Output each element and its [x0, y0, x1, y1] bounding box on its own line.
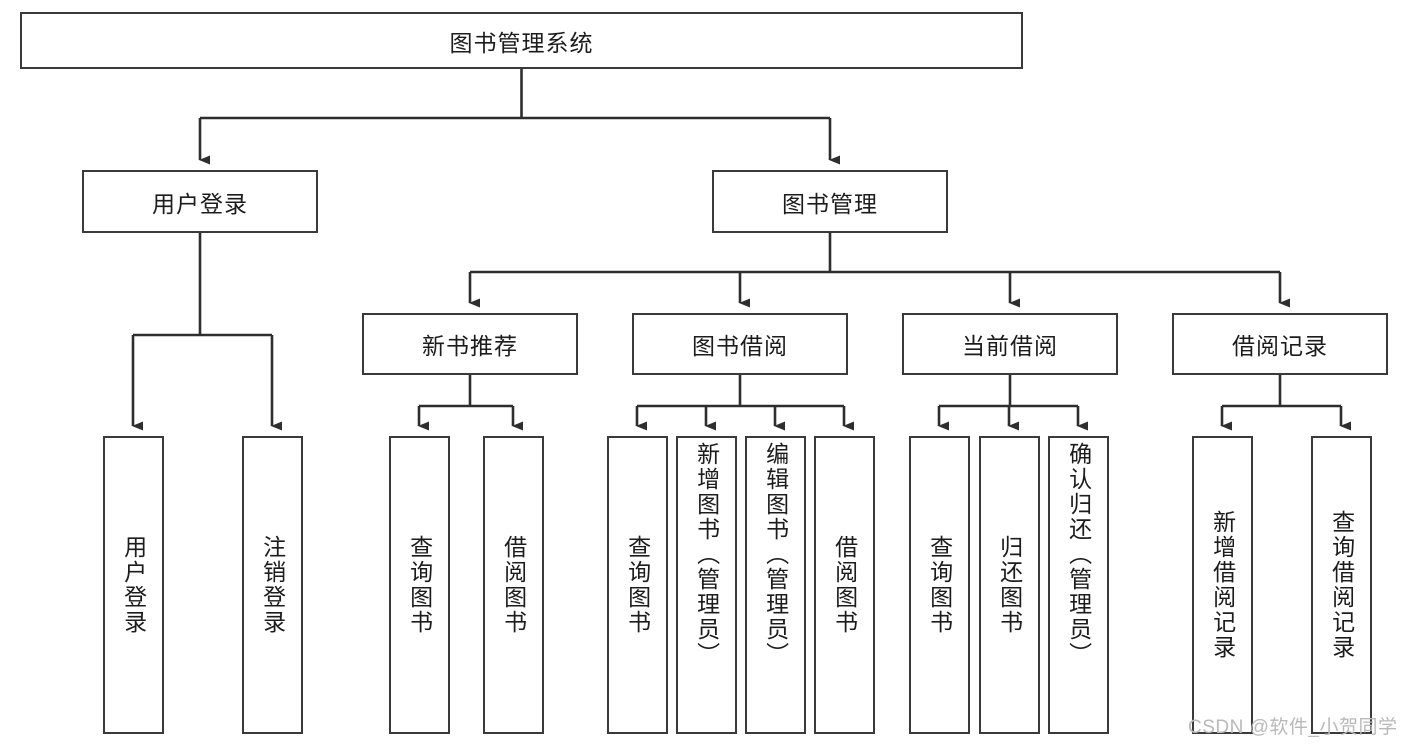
node-label: 注销登录	[259, 535, 286, 635]
node-label: 新增借阅记录	[1209, 510, 1236, 660]
node-leaf-add-borrow-record[interactable]: 新增借阅记录	[1192, 436, 1253, 734]
node-label: 查询图书	[926, 535, 953, 635]
node-root[interactable]: 图书管理系统	[20, 12, 1023, 69]
node-label: 当前借阅	[962, 333, 1058, 359]
node-label: 新增图书（管理员）	[693, 442, 720, 667]
node-leaf-logout[interactable]: 注销登录	[242, 436, 303, 734]
node-label: 编辑图书（管理员）	[762, 442, 789, 667]
node-leaf-query-borrow-record[interactable]: 查询借阅记录	[1311, 436, 1372, 734]
node-label: 图书管理	[782, 190, 878, 217]
node-user-login[interactable]: 用户登录	[82, 170, 318, 233]
node-current-borrow[interactable]: 当前借阅	[902, 313, 1118, 375]
node-book-borrow[interactable]: 图书借阅	[632, 313, 848, 375]
node-leaf-edit-book[interactable]: 编辑图书（管理员）	[745, 436, 806, 734]
node-label: 归还图书	[996, 535, 1023, 635]
node-leaf-user-login[interactable]: 用户登录	[103, 436, 164, 734]
node-leaf-borrow-book[interactable]: 借阅图书	[814, 436, 875, 734]
node-book-management[interactable]: 图书管理	[712, 170, 948, 233]
node-leaf-add-book[interactable]: 新增图书（管理员）	[676, 436, 737, 734]
node-label: 查询借阅记录	[1328, 510, 1355, 660]
node-label: 借阅图书	[831, 535, 858, 635]
node-label: 确认归还（管理员）	[1065, 442, 1092, 667]
node-leaf-return-book[interactable]: 归还图书	[979, 436, 1040, 734]
node-label: 借阅记录	[1232, 333, 1328, 359]
node-leaf-query-book-current[interactable]: 查询图书	[909, 436, 970, 734]
node-leaf-query-book-borrow[interactable]: 查询图书	[607, 436, 668, 734]
node-leaf-query-book-recommend[interactable]: 查询图书	[389, 436, 450, 734]
node-label: 用户登录	[152, 190, 248, 217]
csdn-watermark: CSDN @软件_小贺同学	[1188, 717, 1398, 738]
node-leaf-borrow-book-recommend[interactable]: 借阅图书	[483, 436, 544, 734]
node-new-book-recommend[interactable]: 新书推荐	[362, 313, 578, 375]
node-label: 查询图书	[406, 535, 433, 635]
node-leaf-confirm-return[interactable]: 确认归还（管理员）	[1048, 436, 1109, 734]
node-label: 用户登录	[120, 535, 147, 635]
node-label: 图书借阅	[692, 333, 788, 359]
node-label: 新书推荐	[422, 333, 518, 359]
node-borrow-record[interactable]: 借阅记录	[1172, 313, 1388, 375]
node-label: 借阅图书	[500, 535, 527, 635]
node-label: 查询图书	[624, 535, 651, 635]
node-label: 图书管理系统	[449, 29, 594, 56]
